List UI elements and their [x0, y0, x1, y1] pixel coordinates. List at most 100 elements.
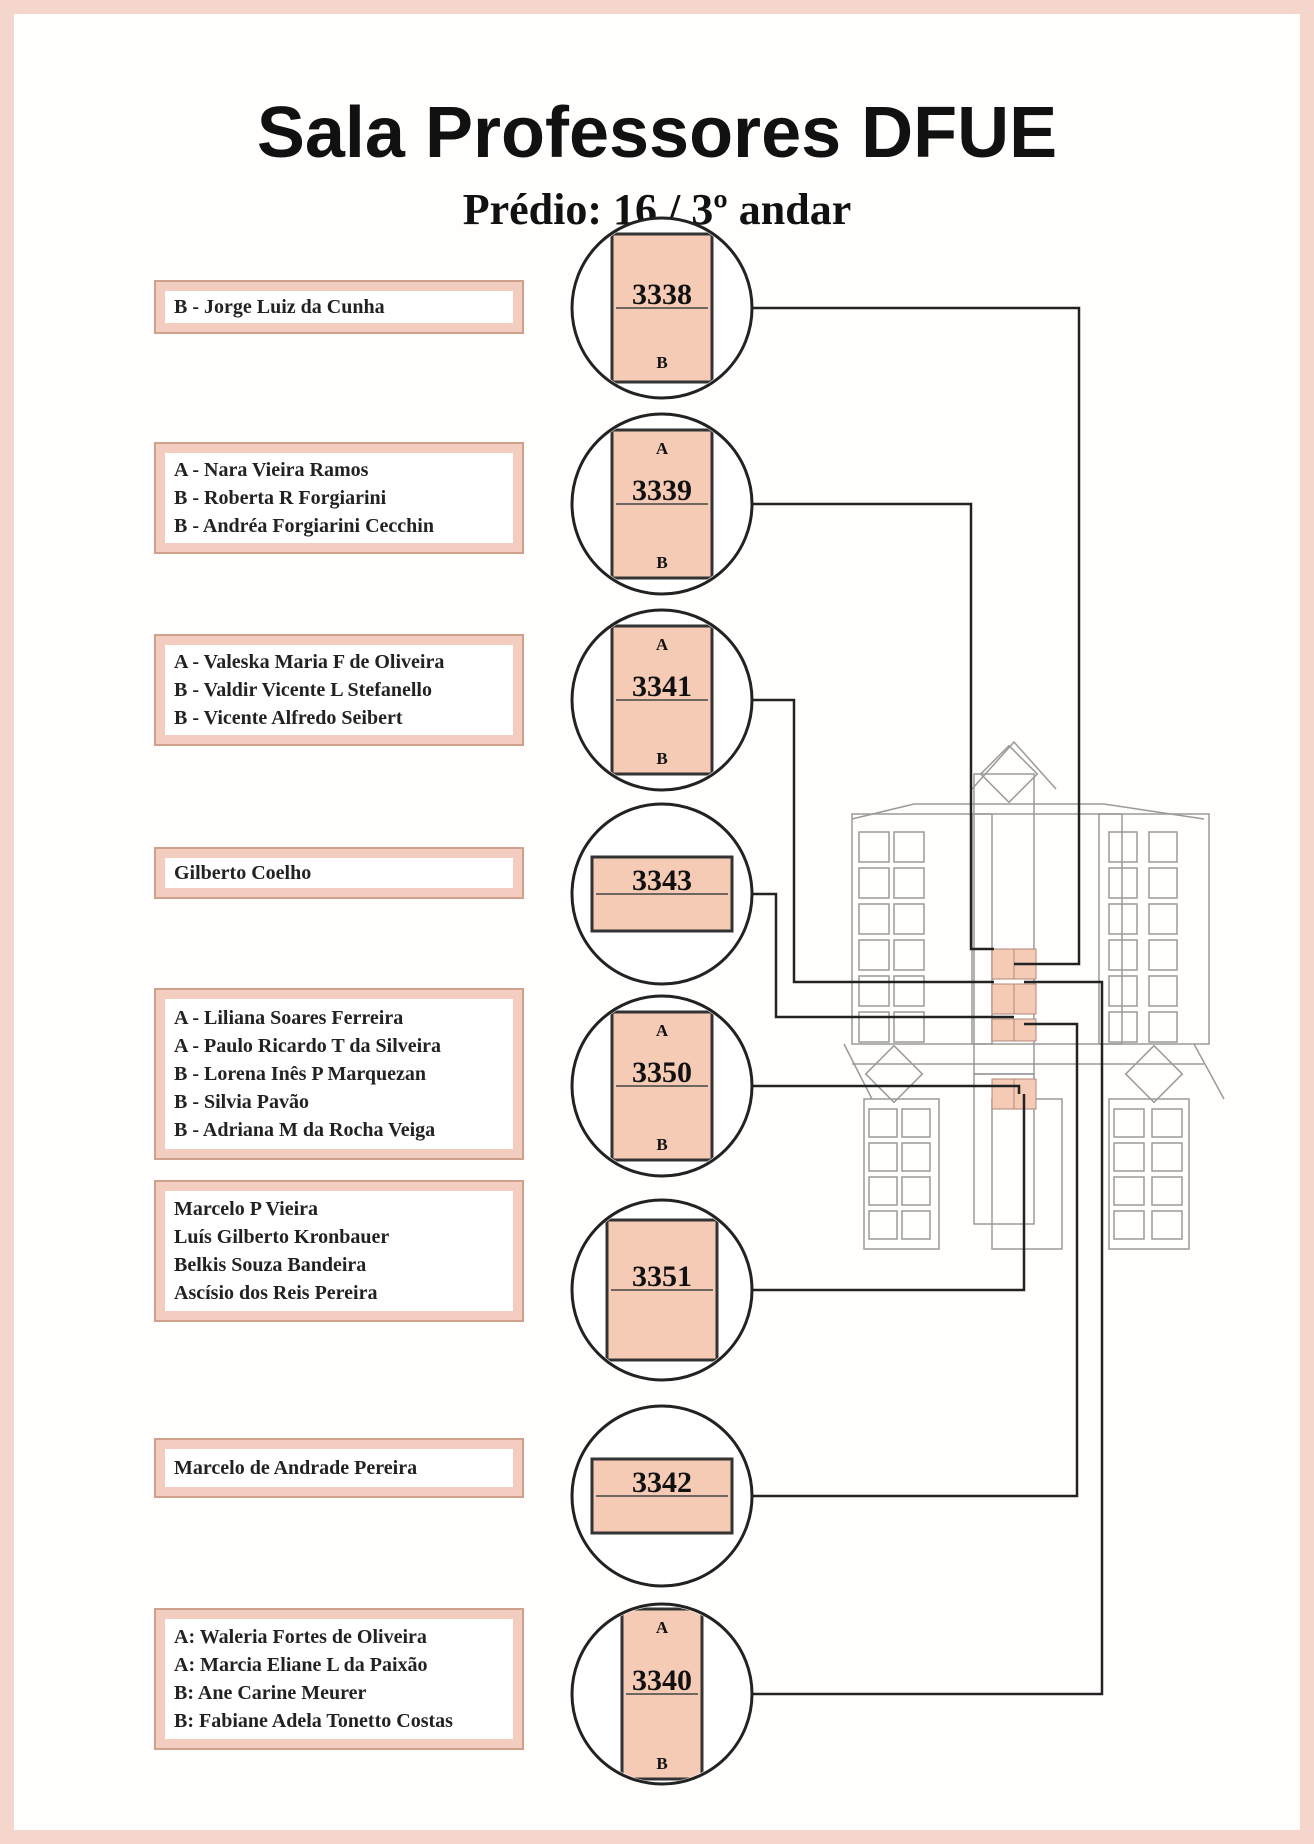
plan-wall — [1148, 867, 1178, 899]
plan-wall — [1151, 1210, 1183, 1240]
plan-wall — [868, 1108, 898, 1138]
room-circles: 3338B3339AB3341AB33433350AB335133423340A… — [570, 216, 754, 1786]
plan-wall — [858, 975, 890, 1007]
plan-wall — [1151, 1108, 1183, 1138]
plan-roof — [851, 803, 1205, 820]
plan-wall — [1151, 1142, 1183, 1172]
plan-wall — [1108, 867, 1138, 899]
plan-wall — [1113, 1210, 1145, 1240]
connector-line — [752, 1022, 1079, 1498]
page-title: Sala Professores DFUE — [256, 93, 1058, 173]
professor-name: Gilberto Coelho — [174, 862, 312, 884]
highlighted-room — [991, 1018, 1015, 1042]
plan-wall — [1108, 831, 1138, 863]
building-floor-plan — [843, 740, 1225, 1250]
section-label: B — [656, 353, 667, 372]
connector-line — [752, 1084, 1021, 1094]
plan-wall — [893, 975, 925, 1007]
plan-wall — [991, 1098, 1063, 1250]
room-number: 3350 — [632, 1056, 692, 1089]
professor-name: Luís Gilberto Kronbauer — [174, 1226, 390, 1248]
name-box-3339: A - Nara Vieira Ramos B - Roberta R Forg… — [154, 442, 524, 554]
plan-wall — [1148, 903, 1178, 935]
plan-wall — [868, 1142, 898, 1172]
professor-name: B: Fabiane Adela Tonetto Costas — [174, 1710, 453, 1732]
section-label: A — [656, 1021, 669, 1040]
professor-name: A: Waleria Fortes de Oliveira — [174, 1626, 427, 1648]
name-box-3341: A - Valeska Maria F de Oliveira B - Vald… — [154, 634, 524, 746]
professor-name: B: Ane Carine Meurer — [174, 1682, 367, 1704]
name-box-3340: A: Waleria Fortes de Oliveira A: Marcia … — [154, 1608, 524, 1750]
name-box-3350: A - Liliana Soares Ferreira A - Paulo Ri… — [154, 988, 524, 1160]
professor-name: B - Andréa Forgiarini Cecchin — [174, 515, 434, 537]
plan-wall — [863, 1098, 940, 1250]
plan-wall — [1148, 1011, 1178, 1043]
section-label: A — [656, 1618, 669, 1637]
connector-line — [752, 892, 1014, 1019]
section-label: A — [656, 635, 669, 654]
plan-wall — [1108, 1011, 1138, 1043]
plan-wall — [1108, 975, 1138, 1007]
room-number: 3338 — [632, 278, 692, 311]
professor-name: Marcelo P Vieira — [174, 1198, 319, 1220]
plan-wall — [1098, 813, 1210, 1045]
professor-name: B - Lorena Inês P Marquezan — [174, 1063, 427, 1085]
room-circle-3342: 3342 — [570, 1404, 754, 1588]
professor-name: Marcelo de Andrade Pereira — [174, 1457, 418, 1479]
section-label: B — [656, 749, 667, 768]
highlighted-room — [991, 948, 1015, 980]
plan-wall — [851, 813, 993, 1045]
professor-name: Belkis Souza Bandeira — [174, 1254, 367, 1276]
professor-name: B - Jorge Luiz da Cunha — [174, 296, 385, 318]
plan-wall — [868, 1210, 898, 1240]
plan-wall — [901, 1210, 931, 1240]
room-circle-3341: 3341 A B — [570, 608, 754, 792]
professor-name: B - Roberta R Forgiarini — [174, 487, 387, 509]
plan-wall — [1108, 939, 1138, 971]
name-box-3351: Marcelo P Vieira Luís Gilberto Kronbauer… — [154, 1180, 524, 1322]
connector-line — [752, 1094, 1026, 1292]
room-number: 3342 — [632, 1466, 692, 1499]
plan-wall — [1148, 831, 1178, 863]
section-label: B — [656, 553, 667, 572]
plan-wall — [893, 903, 925, 935]
plan-wall — [901, 1176, 931, 1206]
professor-name: A - Paulo Ricardo T da Silveira — [174, 1035, 442, 1057]
plan-wall — [858, 1011, 890, 1043]
professor-name: A: Marcia Eliane L da Paixão — [174, 1654, 428, 1676]
plan-wall — [1108, 1098, 1190, 1250]
plan-wall — [843, 1043, 873, 1100]
plan-wall — [973, 1073, 1035, 1225]
room-number: 3343 — [632, 864, 692, 897]
plan-wall — [893, 867, 925, 899]
professor-name: B - Vicente Alfredo Seibert — [174, 707, 403, 729]
plan-wall — [858, 831, 890, 863]
section-label: B — [656, 1135, 667, 1154]
name-box-3338: B - Jorge Luiz da Cunha — [154, 280, 524, 334]
plan-wall — [1148, 939, 1178, 971]
plan-wall — [1113, 1176, 1145, 1206]
professor-name: B - Adriana M da Rocha Veiga — [174, 1119, 436, 1141]
room-circle-3351: 3351 — [570, 1198, 754, 1382]
plan-wall — [868, 1176, 898, 1206]
professor-name: B - Silvia Pavão — [174, 1091, 310, 1113]
stair-node — [864, 1044, 924, 1104]
plan-wall — [893, 831, 925, 863]
room-circle-3350: 3350 A B — [570, 994, 754, 1178]
plan-wall — [901, 1108, 931, 1138]
room-number: 3339 — [632, 474, 692, 507]
section-label: B — [656, 1754, 667, 1773]
page: Sala Professores DFUE Prédio: 16 / 3º an… — [14, 14, 1300, 1830]
room-number: 3341 — [632, 670, 692, 703]
plan-wall — [893, 1011, 925, 1043]
room-circle-3343: 3343 — [570, 802, 754, 986]
highlighted-room — [991, 1078, 1015, 1110]
highlighted-room — [1013, 983, 1037, 1015]
connector-line — [752, 502, 994, 951]
plan-wall — [858, 939, 890, 971]
connector-line — [752, 306, 1081, 966]
connector-line — [752, 980, 1104, 1696]
plan-wall — [1193, 1043, 1225, 1100]
